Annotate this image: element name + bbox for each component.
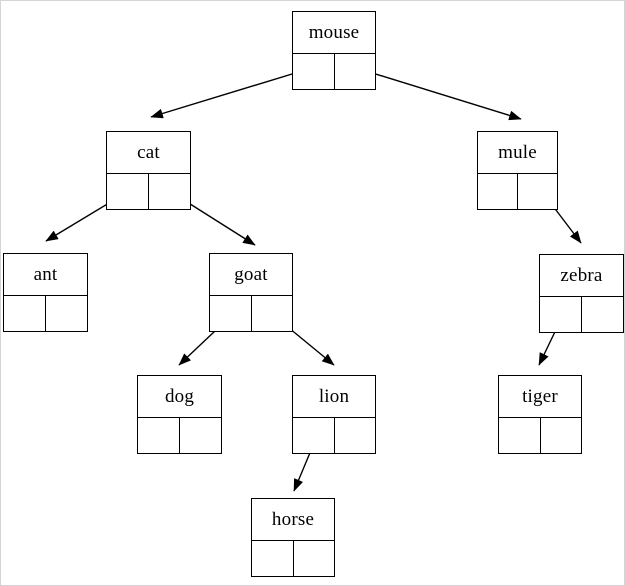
tree-node-goat[interactable]: goat [209,253,293,332]
right-pointer-cell[interactable] [335,418,376,453]
right-pointer-cell[interactable] [582,297,623,332]
tree-node-pointer-cells [540,296,623,332]
tree-edge-mouse-cat [150,66,316,119]
tree-node-label: dog [164,386,195,407]
tree-node-pointer-cells [499,417,581,453]
tree-node-tiger[interactable]: tiger [498,375,582,454]
right-pointer-cell[interactable] [541,418,582,453]
left-pointer-cell[interactable] [293,54,335,89]
tree-node-horse[interactable]: horse [251,498,335,577]
tree-node-pointer-cells [293,53,375,89]
tree-node-label: horse [271,509,315,530]
tree-node-pointer-cells [138,417,221,453]
tree-edge-mouse-mule [352,66,522,121]
left-pointer-cell[interactable] [138,418,180,453]
right-pointer-cell[interactable] [180,418,221,453]
right-pointer-cell[interactable] [294,541,335,576]
left-pointer-cell[interactable] [499,418,541,453]
tree-node-lion[interactable]: lion [292,375,376,454]
tree-node-pointer-cells [4,295,87,331]
right-pointer-cell[interactable] [335,54,376,89]
tree-node-cat[interactable]: cat [106,131,191,210]
tree-node-dog[interactable]: dog [137,375,222,454]
tree-node-label: lion [318,386,350,407]
tree-node-pointer-cells [107,173,190,209]
tree-node-ant[interactable]: ant [3,253,88,332]
left-pointer-cell[interactable] [293,418,335,453]
left-pointer-cell[interactable] [540,297,582,332]
left-pointer-cell[interactable] [107,174,149,209]
tree-node-pointer-cells [252,540,334,576]
left-pointer-cell[interactable] [252,541,294,576]
tree-node-label: cat [137,142,160,163]
left-pointer-cell[interactable] [478,174,518,209]
right-pointer-cell[interactable] [46,296,87,331]
tree-node-label: mouse [308,22,360,43]
tree-node-label: tiger [522,386,558,407]
tree-node-label: goat [234,264,268,285]
tree-node-mouse[interactable]: mouse [292,11,376,90]
tree-node-mule[interactable]: mule [477,131,558,210]
right-pointer-cell[interactable] [149,174,190,209]
tree-node-label: ant [33,264,58,285]
tree-node-pointer-cells [210,295,292,331]
right-pointer-cell[interactable] [252,296,293,331]
tree-node-label: mule [498,142,537,163]
tree-node-pointer-cells [478,173,557,209]
tree-node-zebra[interactable]: zebra [539,254,624,333]
right-pointer-cell[interactable] [518,174,557,209]
left-pointer-cell[interactable] [210,296,252,331]
tree-node-pointer-cells [293,417,375,453]
tree-node-label: zebra [560,265,603,286]
left-pointer-cell[interactable] [4,296,46,331]
